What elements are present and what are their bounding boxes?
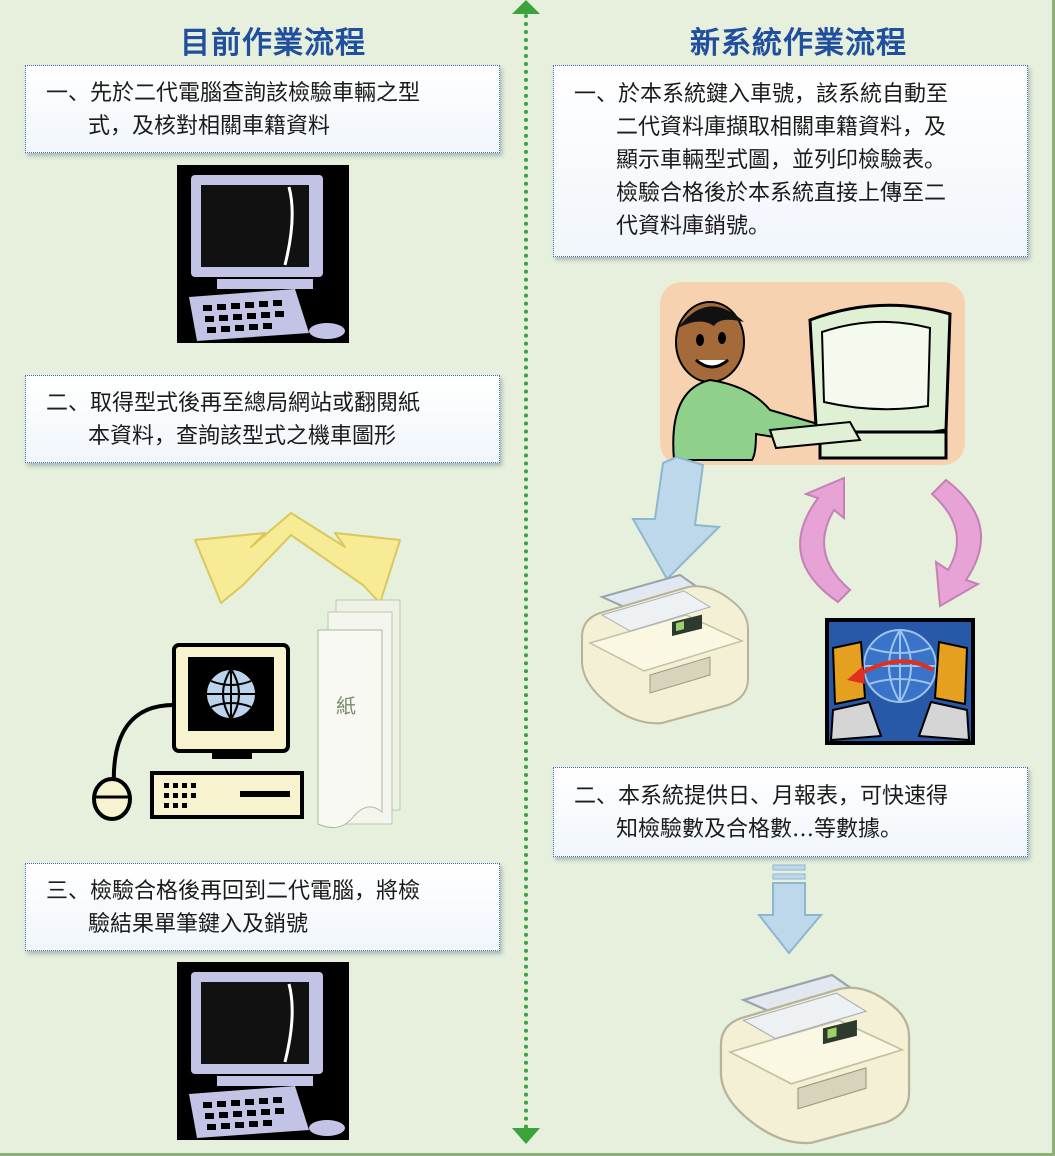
printer-icon [581, 573, 749, 725]
current-step-1-line-1: 一、先於二代電腦查詢該檢驗車輛之型 [46, 81, 421, 106]
current-step-2-line-2: 本資料，查詢該型式之機車圖形 [88, 424, 397, 449]
down-arrow-icon [631, 455, 722, 581]
new-step-1-line-1: 一、於本系統鍵入車號，該系統自動至 [574, 82, 949, 107]
cycle-arrows-icon [799, 476, 982, 608]
new-step-1-line-5: 代資料庫銷號。 [616, 214, 771, 239]
current-step-1: 一、先於二代電腦查詢該檢驗車輛之型 式，及核對相關車籍資料 [25, 65, 500, 153]
new-step-2-line-1: 二、本系統提供日、月報表，可快速得 [574, 784, 949, 809]
bidirectional-arrow-icon [194, 512, 401, 604]
new-step-1-line-4: 檢驗合格後於本系統直接上傳至二 [616, 181, 947, 206]
current-step-1-line-2: 式，及核對相關車籍資料 [88, 114, 331, 139]
heading-new-process: 新系統作業流程 [690, 26, 907, 61]
center-divider [524, 14, 528, 1130]
new-step-1-line-3: 顯示車輛型式圖，並列印檢驗表。 [616, 148, 947, 173]
current-step-3-line-1: 三、檢驗合格後再回到二代電腦，將檢 [46, 879, 421, 904]
new-step-2: 二、本系統提供日、月報表，可快速得 知檢驗數及合格數…等數據。 [553, 767, 1028, 857]
person-at-computer-icon [660, 282, 965, 465]
heading-current-process: 目前作業流程 [180, 26, 366, 61]
current-step-3-line-2: 驗結果單筆鍵入及銷號 [88, 912, 309, 937]
computer-icon [177, 962, 349, 1140]
paper-stack-icon [317, 599, 401, 829]
current-step-3: 三、檢驗合格後再回到二代電腦，將檢 驗結果單筆鍵入及銷號 [25, 863, 500, 951]
globe-computer-icon [92, 643, 304, 821]
current-step-2: 二、取得型式後再至總局網站或翻閱紙 本資料，查詢該型式之機車圖形 [25, 375, 500, 463]
down-arrow-icon [756, 864, 824, 955]
printer-icon [719, 973, 911, 1145]
new-step-1-line-2: 二代資料庫擷取相關車籍資料，及 [616, 115, 947, 140]
data-transfer-icon [825, 618, 975, 745]
current-step-2-line-1: 二、取得型式後再至總局網站或翻閱紙 [46, 391, 421, 416]
divider-bottom-arrow-icon [512, 1128, 540, 1144]
new-step-1: 一、於本系統鍵入車號，該系統自動至 二代資料庫擷取相關車籍資料，及 顯示車輛型式… [553, 65, 1028, 257]
paper-label: 紙 [336, 694, 356, 718]
computer-icon [177, 165, 349, 343]
new-step-2-line-2: 知檢驗數及合格數…等數據。 [616, 817, 903, 842]
divider-top-arrow-icon [512, 0, 540, 14]
